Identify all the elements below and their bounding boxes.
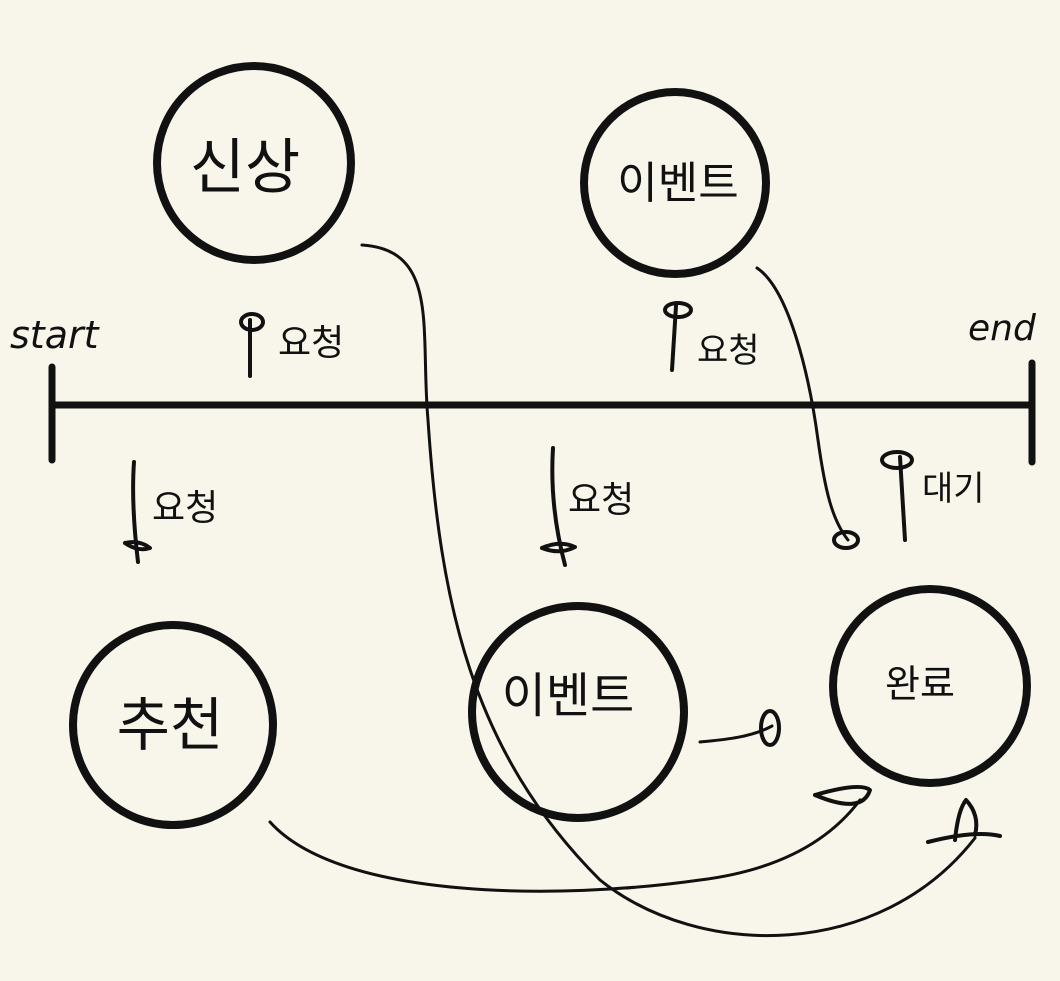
node-event-bottom-circle <box>468 602 688 822</box>
wait-up-arrow <box>880 450 914 542</box>
request-down-arrow-1 <box>123 460 152 564</box>
connector-event-top-to-wanryo <box>755 266 850 542</box>
connector-event-top-arrowhead <box>832 530 860 550</box>
node-chucheon-circle <box>69 621 277 829</box>
request-up-arrow-2 <box>663 301 693 372</box>
connector-sinsang-to-wanryo <box>360 243 977 938</box>
node-sinsang-label: 신상 <box>190 133 300 203</box>
connector-chucheon-arrowhead <box>813 784 872 806</box>
request-up-label-1: 요청 <box>278 323 344 364</box>
node-event-top-circle <box>580 88 770 278</box>
node-chucheon-label: 추천 <box>117 691 224 759</box>
wait-label: 대기 <box>922 469 985 509</box>
node-wanryo-circle <box>829 585 1031 787</box>
connector-event-bottom-to-wanryo <box>698 724 774 744</box>
request-down-label-2: 요청 <box>568 480 634 521</box>
request-down-arrow-2 <box>540 446 577 567</box>
node-sinsang-circle <box>153 62 355 264</box>
request-down-label-1: 요청 <box>152 488 218 529</box>
request-up-label-2: 요청 <box>697 331 760 371</box>
connector-sinsang-arrowhead <box>926 798 1002 844</box>
node-event-bottom-label: 이벤트 <box>502 668 634 724</box>
node-event-top-label: 이벤트 <box>617 158 738 209</box>
node-wanryo-label: 완료 <box>885 662 955 706</box>
connector-chucheon-to-wanryo <box>268 798 862 893</box>
request-up-arrow-1 <box>239 312 265 378</box>
timeline-end-label: end <box>968 308 1037 349</box>
connector-event-bottom-arrowhead <box>759 709 781 747</box>
timeline-start-label: start <box>10 313 101 357</box>
